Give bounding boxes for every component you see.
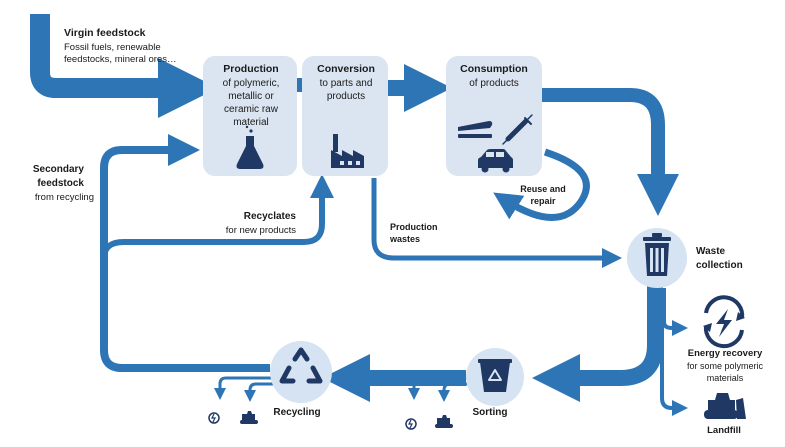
waste-line1: Waste xyxy=(696,246,726,257)
conversion-line1: to parts and xyxy=(320,78,373,89)
conversion-line2: products xyxy=(327,91,365,102)
recycle-icon xyxy=(279,347,323,384)
arrow-recyclates xyxy=(101,174,334,259)
production-line1: of polymeric, xyxy=(223,78,280,89)
arrow-sorting-loss-2 xyxy=(438,382,472,402)
arrow-virgin-feedstock xyxy=(30,14,218,118)
virgin-feedstock-line2: feedstocks, mineral ores… xyxy=(64,54,176,65)
recyclates-line1: Recyclates xyxy=(244,211,297,222)
consumption-title: Consumption xyxy=(460,63,528,75)
arrow-recycling-loss-2 xyxy=(244,382,276,402)
production-wastes-line1: Production xyxy=(390,222,438,232)
factory-icon xyxy=(331,134,364,168)
arrow-recycling-loss-1 xyxy=(214,376,272,400)
production-line2: metallic or xyxy=(228,91,274,102)
arrow-waste-sorting xyxy=(532,285,663,402)
virgin-feedstock-line1: Fossil fuels, renewable xyxy=(64,42,161,53)
secondary-line2: feedstock xyxy=(37,178,84,189)
bulldozer-icon xyxy=(704,393,746,419)
loss-icon-sorting-1 xyxy=(405,418,417,430)
loss-icon-recycling-1 xyxy=(208,412,220,424)
energy-recovery-icon xyxy=(703,295,745,349)
production-line4: material xyxy=(233,117,269,128)
stapler-icon xyxy=(458,121,493,138)
recycling-label: Recycling xyxy=(273,407,320,418)
waste-line2: collection xyxy=(696,260,743,271)
recycling-circle xyxy=(270,341,332,403)
car-icon xyxy=(478,149,513,173)
loss-icon-recycling-2 xyxy=(240,411,258,424)
energy-line2: for some polymeric xyxy=(687,361,764,371)
production-box xyxy=(203,56,297,176)
arrow-production-wastes xyxy=(371,178,622,268)
arrow-sorting-loss-1 xyxy=(408,376,468,400)
recyclates-line2: for new products xyxy=(226,225,296,236)
energy-line3: materials xyxy=(707,373,744,383)
secondary-line3: from recycling xyxy=(35,192,94,203)
loss-icon-sorting-2 xyxy=(435,415,453,428)
flask-icon xyxy=(236,125,264,169)
arrow-consumption-waste xyxy=(540,88,679,216)
reuse-line1: Reuse and xyxy=(520,184,566,194)
landfill-label: Landfill xyxy=(707,425,741,436)
production-line3: ceramic raw xyxy=(224,104,279,115)
trash-bin-icon xyxy=(643,233,671,276)
syringe-icon xyxy=(502,114,533,145)
virgin-feedstock-title: Virgin feedstock xyxy=(64,27,146,39)
arrow-secondary-feedstock xyxy=(100,134,270,372)
arrow-reuse-loop xyxy=(493,148,590,221)
consumption-line1: of products xyxy=(469,78,518,89)
production-title: Production xyxy=(223,63,278,75)
energy-line1: Energy recovery xyxy=(688,348,763,359)
conversion-title: Conversion xyxy=(317,63,375,75)
arrow-waste-energy xyxy=(662,288,688,336)
secondary-line1: Secondary xyxy=(33,164,85,175)
flow-arrows xyxy=(30,14,688,416)
reuse-line2: repair xyxy=(530,196,556,206)
sorting-bin-icon xyxy=(478,359,512,392)
conversion-box xyxy=(302,56,388,176)
sorting-label: Sorting xyxy=(473,407,508,418)
production-wastes-line2: wastes xyxy=(389,234,420,244)
consumption-box xyxy=(446,56,542,176)
arrow-waste-landfill xyxy=(660,288,688,416)
